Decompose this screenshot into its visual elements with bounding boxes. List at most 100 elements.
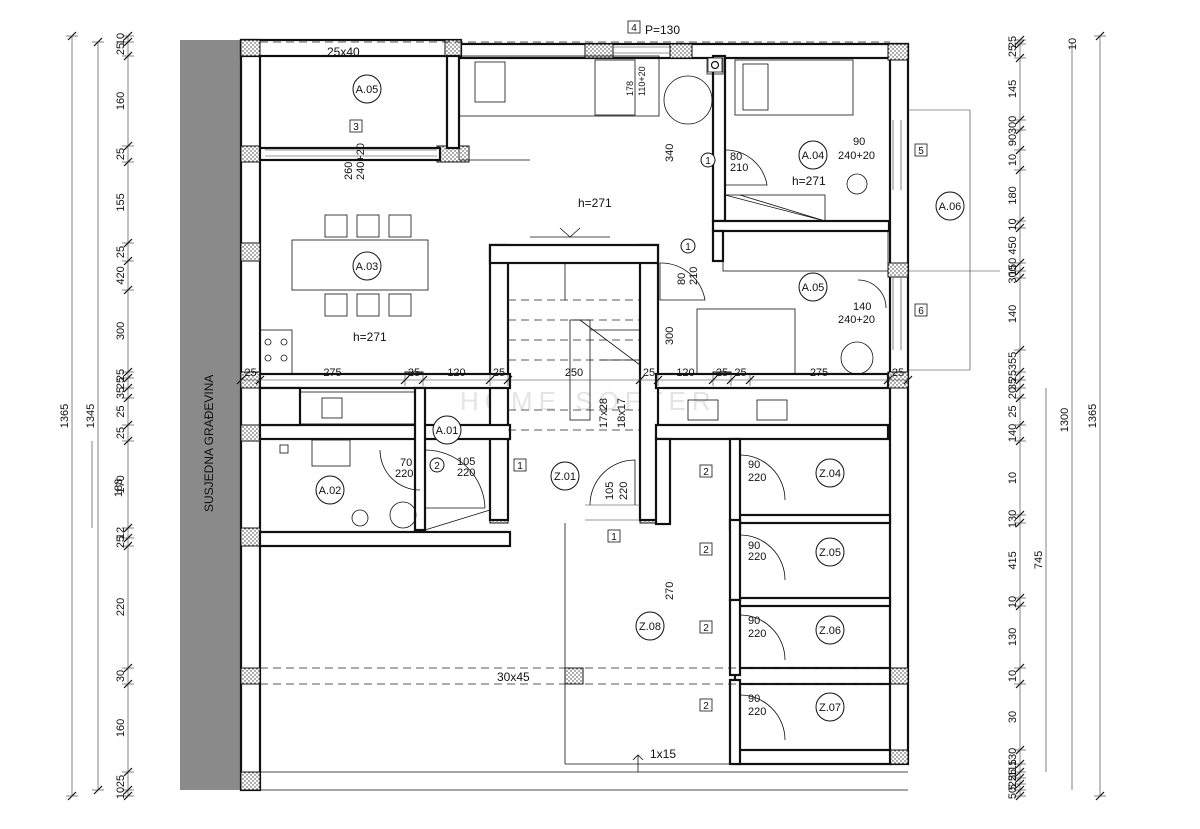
dimension-label: 90 xyxy=(1007,134,1019,146)
opening-height: 220 xyxy=(748,472,766,484)
opening-tag: 2 xyxy=(703,545,709,556)
opening-tag: 2 xyxy=(703,623,709,634)
shaft-label: 1x15 xyxy=(650,747,676,761)
dimension-label: 150 xyxy=(1007,258,1019,276)
dimension-label: 275 xyxy=(323,367,341,379)
room-circle xyxy=(815,537,845,567)
dimension-label: 25 xyxy=(115,536,127,548)
parapet-label: P=130 xyxy=(645,23,680,37)
dimension-label: 275 xyxy=(810,367,828,379)
opening-tag: 1 xyxy=(611,532,617,543)
opening-height: 220 xyxy=(457,467,475,479)
room-id: Z.05 xyxy=(819,547,841,559)
dimension-label: 25 xyxy=(115,43,127,55)
room-id: A.05 xyxy=(802,282,825,294)
dimension-label: 1300 xyxy=(1059,408,1071,432)
annotations: 25x40 30x45 P=130 h=271 h=271 h=271 1x15… xyxy=(327,23,826,761)
dimension-label: 35 xyxy=(115,387,127,399)
opening-tag: 4 xyxy=(631,23,637,34)
dimension-label: 120 xyxy=(447,367,465,379)
opening-tag-circle xyxy=(680,238,696,254)
room-marker-z01: Z.01 xyxy=(550,461,580,491)
opening-tag-box xyxy=(914,303,928,317)
opening-height: 220 xyxy=(395,468,413,480)
opening-tag-box xyxy=(607,529,621,543)
room-circle xyxy=(315,475,345,505)
opening-width: 90 xyxy=(853,136,865,148)
room-circle xyxy=(815,615,845,645)
dimension-label: 25 xyxy=(1007,775,1019,787)
room-marker-a02: A.02 xyxy=(315,475,345,505)
dimension-label: 50 xyxy=(1007,787,1019,799)
opening-tag-box xyxy=(627,20,641,34)
dimension-label: 35 xyxy=(1007,378,1019,390)
dimension-label: 130 xyxy=(1007,748,1019,766)
room-marker-z05: Z.05 xyxy=(815,537,845,567)
room-circle xyxy=(798,272,828,302)
opening-tag-box xyxy=(513,458,527,472)
dimension-label: 25 xyxy=(115,148,127,160)
opening-width: 105 xyxy=(604,482,616,500)
dimension-label: 25 xyxy=(408,367,420,379)
opening-height: 220 xyxy=(748,628,766,640)
room-marker-a05_top: A.05 xyxy=(352,74,382,104)
dimension-label: 220 xyxy=(115,598,127,616)
inner-walls xyxy=(258,54,892,766)
room-id: A.06 xyxy=(939,201,962,213)
dimension-label: 25 xyxy=(1007,45,1019,57)
room-circle xyxy=(798,140,828,170)
dimension-label: 1365 xyxy=(1087,404,1099,428)
room-marker-z06: Z.06 xyxy=(815,615,845,645)
neighbour-building: SUSJEDNA GRAĐEVINA xyxy=(180,40,240,790)
dimension-label: 115 xyxy=(1007,759,1019,777)
room-circle xyxy=(635,611,665,641)
opening-width: 70 xyxy=(400,457,412,469)
height-hall: h=271 xyxy=(578,196,612,210)
dimension-chains: 1025160251552542030025253525251701225220… xyxy=(59,31,1106,801)
beam-bottom-label: 30x45 xyxy=(497,670,530,684)
bath-178: 178 xyxy=(625,81,635,96)
dimension-label: 25 xyxy=(115,369,127,381)
dimension-label: 170 xyxy=(115,475,127,493)
stair-dim-300: 300 xyxy=(664,327,676,345)
dimension-label: 120 xyxy=(676,367,694,379)
furniture xyxy=(259,55,889,772)
dimension-label: 160 xyxy=(115,719,127,737)
dimension-label: 745 xyxy=(1033,551,1045,569)
dimension-label: 130 xyxy=(1007,628,1019,646)
room-id: A.03 xyxy=(356,261,379,273)
dashed-lines xyxy=(260,41,890,685)
dimension-label: 25 xyxy=(734,367,746,379)
opening-width: 90 xyxy=(748,693,760,705)
opening-tag: 6 xyxy=(918,306,924,317)
opening-width: 90 xyxy=(748,540,760,552)
opening-height: 240+20 xyxy=(838,314,875,326)
dimension-label: 20 xyxy=(1007,387,1019,399)
dimension-label: 25 xyxy=(1007,769,1019,781)
opening-width: 105 xyxy=(457,456,475,468)
dimension-label: 10 xyxy=(1007,218,1019,230)
dimension-label: 420 xyxy=(115,266,127,284)
room-circle xyxy=(815,692,845,722)
opening-tag-box xyxy=(699,620,713,634)
opening-height: 210 xyxy=(730,162,748,174)
room-marker-a05_right: A.05 xyxy=(798,272,828,302)
bath-tag xyxy=(707,57,723,73)
room-id: A.04 xyxy=(802,150,825,162)
opening-tag-circle xyxy=(429,457,445,473)
room-marker-z07: Z.07 xyxy=(815,692,845,722)
opening-tag-box xyxy=(699,698,713,712)
room-circle xyxy=(815,458,845,488)
room-marker-z04: Z.04 xyxy=(815,458,845,488)
room-id: A.02 xyxy=(319,485,342,497)
room-id: Z.07 xyxy=(819,702,841,714)
doors xyxy=(379,149,887,741)
dimension-label: 180 xyxy=(1007,186,1019,204)
room-circle xyxy=(352,74,382,104)
